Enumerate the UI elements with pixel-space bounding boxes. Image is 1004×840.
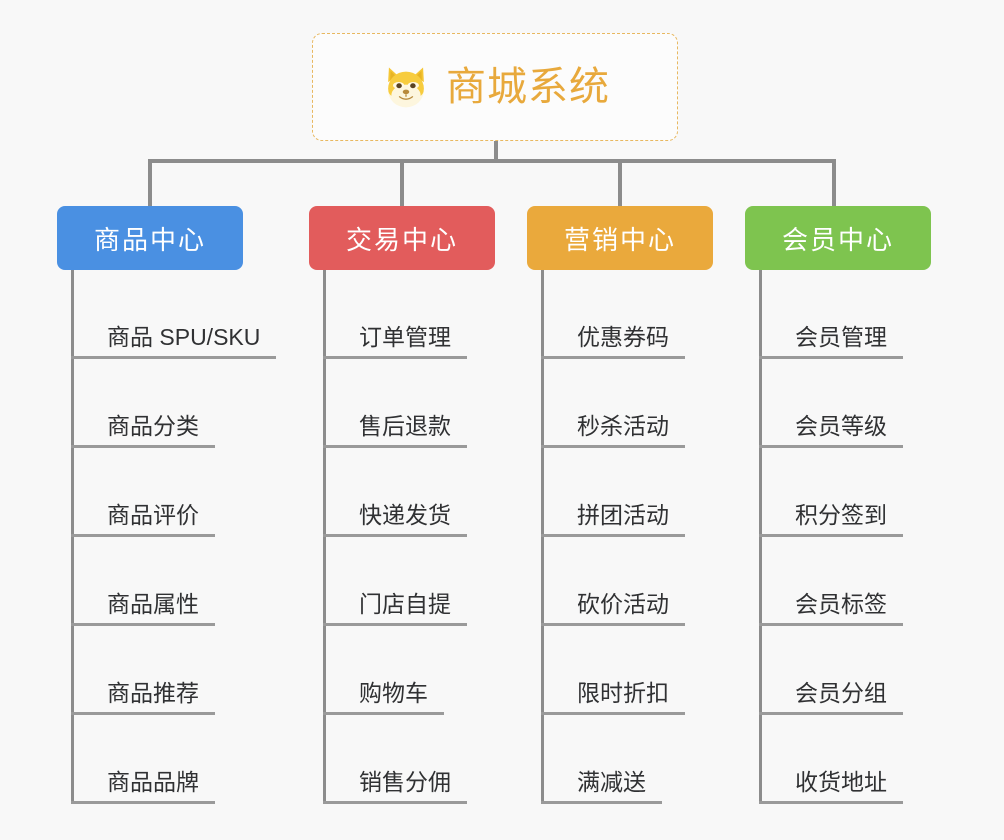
leaf-label: 会员分组 bbox=[759, 680, 903, 715]
leaf-item[interactable]: 优惠券码 bbox=[541, 270, 713, 359]
leaf-list-product-center: 商品 SPU/SKU 商品分类 商品评价 商品属性 商品推荐 商品品牌 bbox=[71, 270, 277, 804]
column-marketing-center: 营销中心 优惠券码 秒杀活动 拼团活动 砍价活动 限时折扣 满减送 bbox=[527, 206, 713, 804]
leaf-item[interactable]: 收货地址 bbox=[759, 715, 931, 804]
connector-drop-2 bbox=[400, 159, 404, 208]
leaf-item[interactable]: 商品属性 bbox=[71, 537, 276, 626]
column-product-center: 商品中心 商品 SPU/SKU 商品分类 商品评价 商品属性 商品推荐 商品品牌 bbox=[57, 206, 277, 804]
leaf-label: 秒杀活动 bbox=[541, 413, 685, 448]
leaf-list-member-center: 会员管理 会员等级 积分签到 会员标签 会员分组 收货地址 bbox=[759, 270, 931, 804]
leaf-item[interactable]: 会员管理 bbox=[759, 270, 931, 359]
category-header-member-center[interactable]: 会员中心 bbox=[745, 206, 931, 270]
leaf-item[interactable]: 售后退款 bbox=[323, 359, 495, 448]
leaf-spine bbox=[323, 270, 326, 804]
leaf-spine bbox=[71, 270, 74, 804]
leaf-label: 积分签到 bbox=[759, 502, 903, 537]
leaf-spine bbox=[759, 270, 762, 804]
connector-drop-1 bbox=[148, 159, 152, 208]
leaf-label: 商品评价 bbox=[71, 502, 215, 537]
root-title: 商城系统 bbox=[446, 65, 610, 109]
leaf-item[interactable]: 秒杀活动 bbox=[541, 359, 713, 448]
leaf-item[interactable]: 积分签到 bbox=[759, 448, 931, 537]
leaf-item[interactable]: 门店自提 bbox=[323, 537, 495, 626]
leaf-label: 会员管理 bbox=[759, 324, 903, 359]
leaf-label: 砍价活动 bbox=[541, 591, 685, 626]
leaf-label: 会员等级 bbox=[759, 413, 903, 448]
connector-drop-4 bbox=[832, 159, 836, 208]
category-header-marketing-center[interactable]: 营销中心 bbox=[527, 206, 713, 270]
shiba-dog-face-icon bbox=[388, 67, 424, 108]
connector-drop-3 bbox=[618, 159, 622, 208]
leaf-item[interactable]: 商品推荐 bbox=[71, 626, 276, 715]
leaf-label: 商品分类 bbox=[71, 413, 215, 448]
category-header-trade-center[interactable]: 交易中心 bbox=[309, 206, 495, 270]
leaf-label: 门店自提 bbox=[323, 591, 467, 626]
leaf-label: 销售分佣 bbox=[323, 769, 467, 804]
leaf-spine bbox=[541, 270, 544, 804]
leaf-list-marketing-center: 优惠券码 秒杀活动 拼团活动 砍价活动 限时折扣 满减送 bbox=[541, 270, 713, 804]
leaf-item[interactable]: 会员分组 bbox=[759, 626, 931, 715]
leaf-label: 商品属性 bbox=[71, 591, 215, 626]
leaf-label: 商品推荐 bbox=[71, 680, 215, 715]
leaf-item[interactable]: 商品品牌 bbox=[71, 715, 276, 804]
leaf-item[interactable]: 快递发货 bbox=[323, 448, 495, 537]
leaf-label: 收货地址 bbox=[759, 769, 903, 804]
column-member-center: 会员中心 会员管理 会员等级 积分签到 会员标签 会员分组 收货地址 bbox=[745, 206, 931, 804]
leaf-list-trade-center: 订单管理 售后退款 快递发货 门店自提 购物车 销售分佣 bbox=[323, 270, 495, 804]
leaf-label: 售后退款 bbox=[323, 413, 467, 448]
leaf-item[interactable]: 商品评价 bbox=[71, 448, 276, 537]
category-header-product-center[interactable]: 商品中心 bbox=[57, 206, 243, 270]
leaf-label: 拼团活动 bbox=[541, 502, 685, 537]
leaf-label: 满减送 bbox=[541, 769, 662, 804]
leaf-item[interactable]: 商品 SPU/SKU bbox=[71, 270, 277, 359]
leaf-item[interactable]: 会员标签 bbox=[759, 537, 931, 626]
leaf-item[interactable]: 拼团活动 bbox=[541, 448, 713, 537]
column-trade-center: 交易中心 订单管理 售后退款 快递发货 门店自提 购物车 销售分佣 bbox=[309, 206, 495, 804]
leaf-item[interactable]: 商品分类 bbox=[71, 359, 276, 448]
leaf-item[interactable]: 订单管理 bbox=[323, 270, 495, 359]
leaf-label: 限时折扣 bbox=[541, 680, 685, 715]
connector-trunk-bar bbox=[148, 159, 836, 163]
leaf-label: 购物车 bbox=[323, 680, 444, 715]
leaf-item[interactable]: 购物车 bbox=[323, 626, 495, 715]
leaf-label: 商品品牌 bbox=[71, 769, 215, 804]
leaf-item[interactable]: 会员等级 bbox=[759, 359, 931, 448]
leaf-item[interactable]: 砍价活动 bbox=[541, 537, 713, 626]
connector-root-stem bbox=[494, 141, 498, 162]
root-node[interactable]: 商城系统 bbox=[312, 33, 678, 141]
leaf-label: 优惠券码 bbox=[541, 324, 685, 359]
leaf-item[interactable]: 满减送 bbox=[541, 715, 713, 804]
leaf-item[interactable]: 销售分佣 bbox=[323, 715, 495, 804]
leaf-item[interactable]: 限时折扣 bbox=[541, 626, 713, 715]
leaf-label: 会员标签 bbox=[759, 591, 903, 626]
leaf-label: 订单管理 bbox=[323, 324, 467, 359]
leaf-label: 商品 SPU/SKU bbox=[71, 324, 277, 359]
leaf-label: 快递发货 bbox=[323, 502, 467, 537]
